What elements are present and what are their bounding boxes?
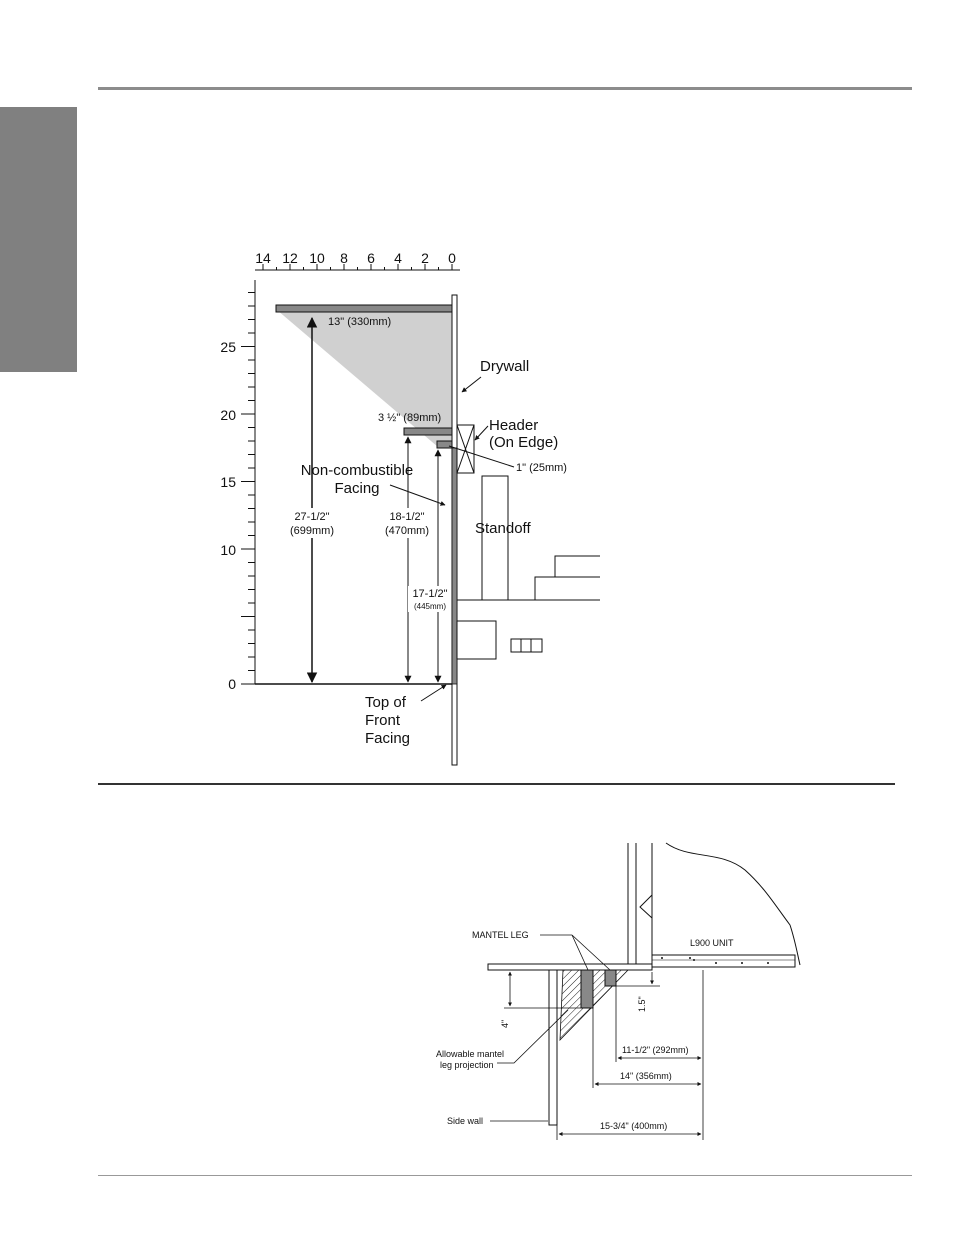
section-divider [98, 783, 895, 785]
top-front-facing-leader [420, 684, 447, 702]
mantel-leg-left [580, 969, 594, 1009]
l900-unit-base [651, 954, 796, 968]
header-leader [474, 425, 489, 441]
mantel-leg-leaders [540, 934, 611, 971]
top-scale-label: 0 [448, 250, 456, 266]
noncombustible-leader [389, 484, 446, 506]
top-scale-label: 6 [367, 250, 375, 266]
fireplace-outline [456, 475, 600, 660]
standoff-label: Standoff [475, 520, 531, 537]
allowable-projection-label: Allowable mantel [436, 1049, 504, 1059]
mantel-leg-label: MANTEL LEG [472, 930, 529, 940]
section-side-tab [0, 107, 77, 372]
left-scale-label: 10 [220, 542, 236, 558]
l900-unit-label: L900 UNIT [690, 938, 734, 948]
mantel-leg-right [604, 969, 617, 987]
dim-15-3-4in-label: 15-3/4" (400mm) [600, 1121, 667, 1131]
noncombustible-label: Non-combustible [301, 462, 414, 479]
dimension-1-5in [616, 972, 660, 987]
drywall-leader [461, 376, 482, 393]
mantel-clearance-diagram: 14 12 10 8 6 4 2 0 25 20 15 10 0 [220, 250, 600, 766]
allowable-projection-leader [497, 1009, 569, 1064]
left-scale-label: 0 [228, 676, 236, 692]
dim-11-1-2in-label: 11-1/2" (292mm) [622, 1045, 689, 1055]
noncombustible-facing [451, 447, 458, 685]
allowable-projection-hatch [559, 969, 629, 1042]
left-scale-label: 20 [220, 407, 236, 423]
top-scale-label: 2 [421, 250, 429, 266]
mantel-leg-diagram: L900 UNIT MANTEL LEG 4" 1.5" [436, 842, 801, 1140]
dim-17in-mm-label: (445mm) [414, 602, 446, 611]
top-ruler [255, 264, 460, 271]
top-front-facing-label: Top of [365, 694, 407, 711]
wall-framing [627, 843, 653, 965]
dim-1-5in-label: 1.5" [637, 996, 647, 1012]
dim-3half-in-label: 3 ½" (89mm) [378, 412, 441, 424]
l900-unit-outline [665, 842, 801, 966]
mantel-shelf-3half-in [403, 427, 453, 436]
horizontal-dimensions [556, 970, 704, 1140]
dim-13in-label: 13" (330mm) [328, 316, 391, 328]
top-scale-label: 4 [394, 250, 402, 266]
dim-27in-label: 27-1/2" [294, 511, 329, 523]
side-wall [548, 969, 558, 1126]
footer-rule [98, 1175, 912, 1176]
dim-18in-label: 18-1/2" [389, 511, 424, 523]
one-inch-leader [448, 445, 515, 468]
top-front-facing-label-line3: Facing [365, 730, 410, 747]
unit-base-dots [661, 957, 769, 964]
clearance-shaded-area [277, 310, 452, 447]
noncombustible-label-line2: Facing [334, 480, 379, 497]
top-scale-label: 14 [255, 250, 271, 266]
left-scale-label: 25 [220, 339, 236, 355]
hearth-plate [487, 963, 653, 971]
dim-27in-mm-label: (699mm) [290, 525, 334, 537]
left-scale-label: 15 [220, 474, 236, 490]
dim-4in-label: 4" [500, 1020, 510, 1028]
top-scale-label: 10 [309, 250, 325, 266]
left-ruler [241, 280, 256, 685]
top-front-facing-label-line2: Front [365, 712, 401, 729]
allowable-projection-label-line2: leg projection [440, 1060, 494, 1070]
standoff [481, 475, 509, 601]
side-wall-label: Side wall [447, 1116, 483, 1126]
top-scale: 14 12 10 8 6 4 2 0 [255, 250, 456, 266]
top-rule [98, 87, 912, 90]
dimension-4in [504, 969, 581, 1009]
top-scale-label: 8 [340, 250, 348, 266]
drywall-label: Drywall [480, 358, 529, 375]
mantel-shelf-13in [275, 304, 453, 313]
dim-18in-mm-label: (470mm) [385, 525, 429, 537]
dim-17in-label: 17-1/2" [412, 588, 447, 600]
dim-1in-label: 1" (25mm) [516, 462, 567, 474]
dim-14in-label: 14" (356mm) [620, 1071, 672, 1081]
left-scale: 25 20 15 10 0 [220, 339, 236, 692]
top-scale-label: 12 [282, 250, 298, 266]
header-label-line2: (On Edge) [489, 434, 558, 451]
mantel-shelf-1in [436, 440, 453, 449]
header-label: Header [489, 417, 538, 434]
